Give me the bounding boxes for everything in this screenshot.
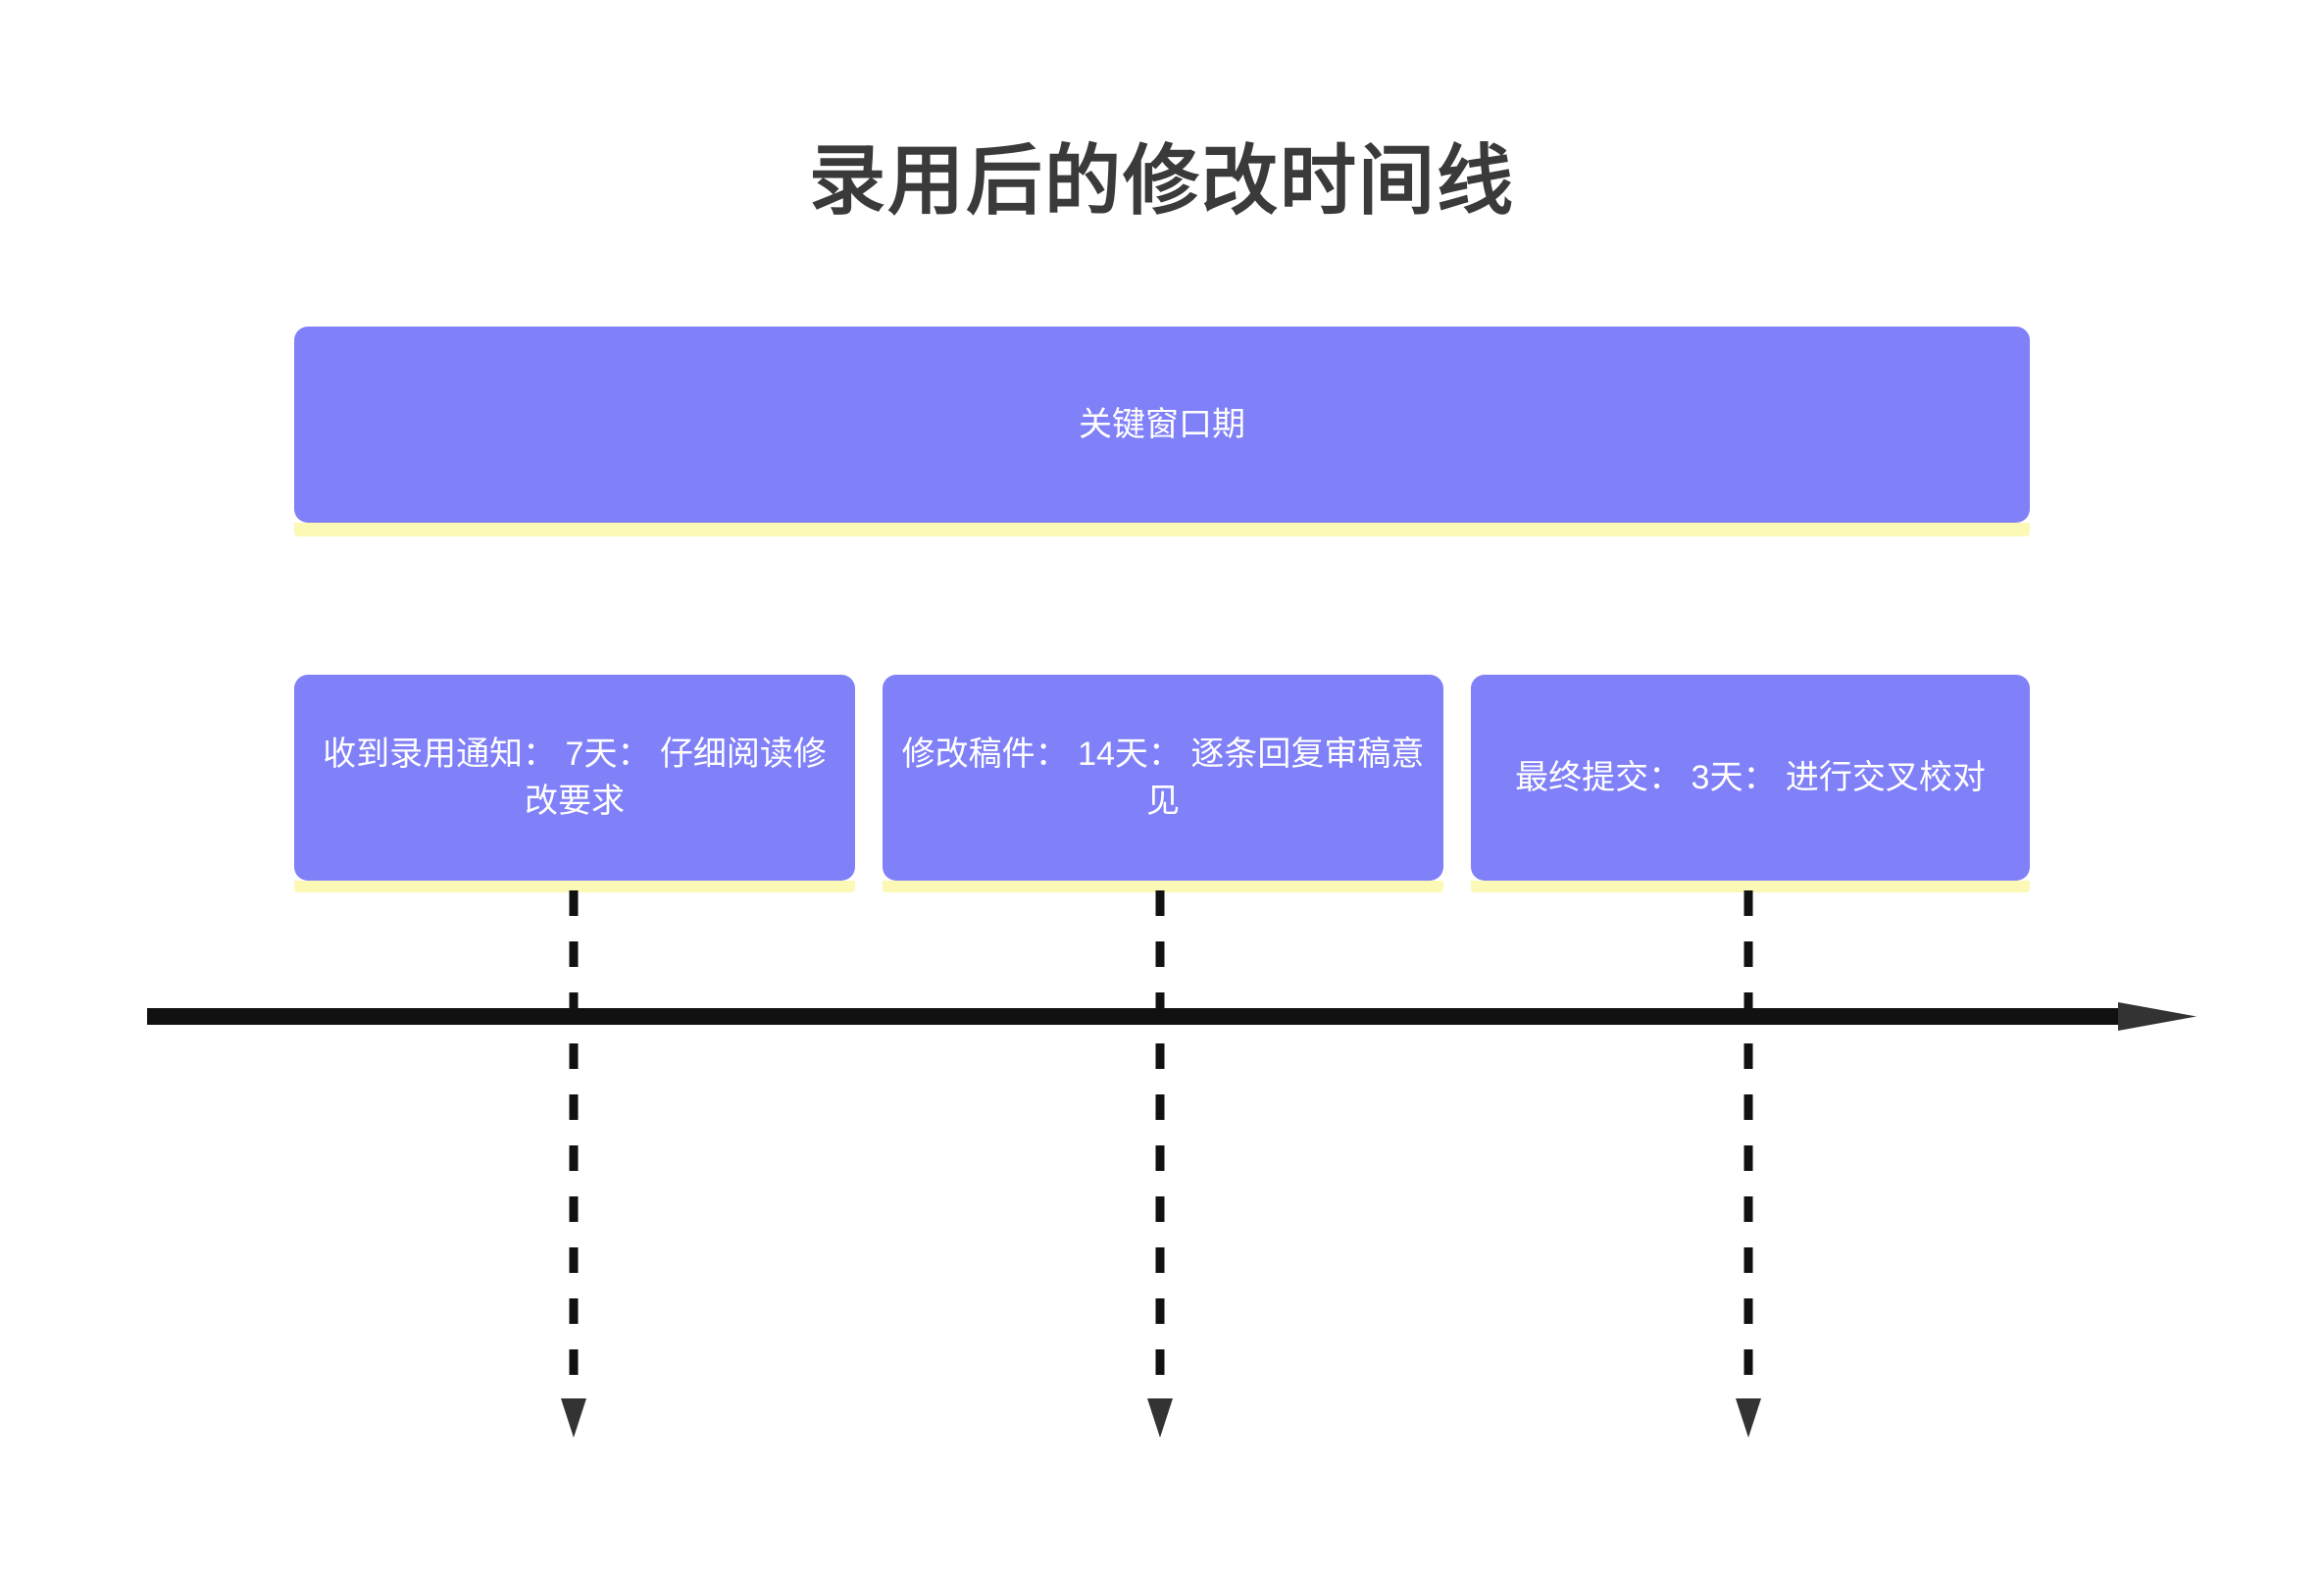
key-window-banner-label: 关键窗口期 <box>1079 405 1245 443</box>
milestone-card-1-label: 收到录用通知： 7天： 仔细阅读修改要求 <box>323 735 827 820</box>
milestone-card-2-shadow <box>883 881 1443 892</box>
milestone-card-2: 修改稿件： 14天： 逐条回复审稿意见 <box>883 675 1443 881</box>
milestone-connector-3-arrowhead-icon <box>1736 1398 1761 1438</box>
milestone-card-3-label: 最终提交： 3天： 进行交叉校对 <box>1515 758 1986 796</box>
milestone-card-2-label: 修改稿件： 14天： 逐条回复审稿意见 <box>901 735 1425 820</box>
milestone-card-1: 收到录用通知： 7天： 仔细阅读修改要求 <box>294 675 855 881</box>
timeline-axis-line <box>147 1008 2128 1025</box>
milestone-card-3: 最终提交： 3天： 进行交叉校对 <box>1471 675 2030 881</box>
milestone-card-3-shadow <box>1471 881 2030 892</box>
milestone-connector-3 <box>1736 890 1761 1438</box>
milestone-connector-1-arrowhead-icon <box>561 1398 586 1438</box>
milestone-connector-2 <box>1147 890 1173 1438</box>
key-window-banner: 关键窗口期 <box>294 327 2030 523</box>
key-window-banner-shadow <box>294 523 2030 536</box>
milestone-connector-1 <box>561 890 586 1438</box>
milestone-card-1-shadow <box>294 881 855 892</box>
timeline-arrowhead-icon <box>2118 1002 2197 1031</box>
timeline-axis-arrow <box>147 1002 2197 1031</box>
milestone-connector-2-arrowhead-icon <box>1147 1398 1173 1438</box>
page-title: 录用后的修改时间线 <box>808 137 1515 224</box>
